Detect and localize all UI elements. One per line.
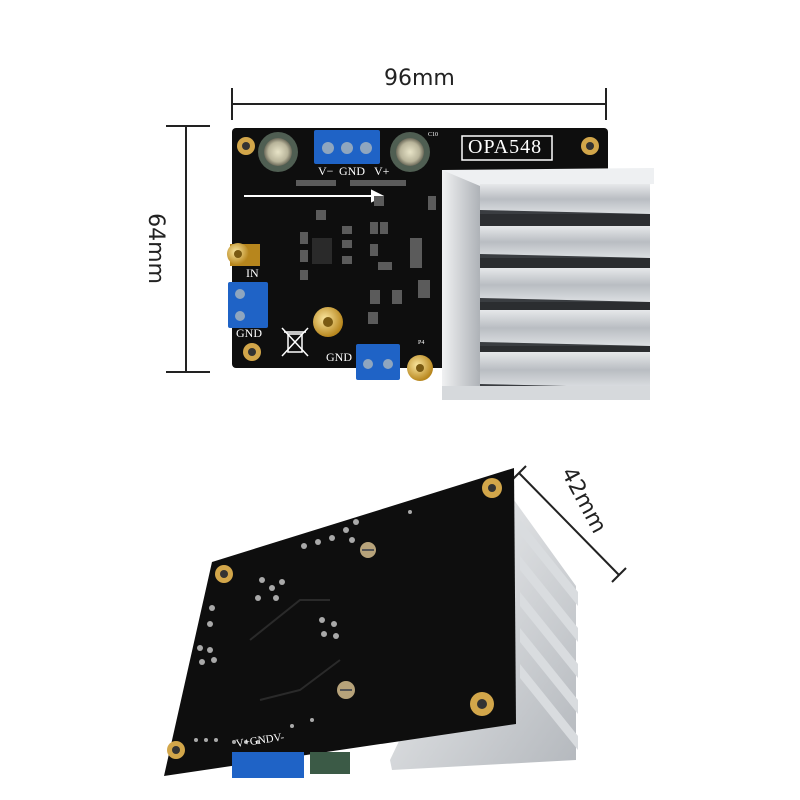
solder-joints <box>194 510 412 744</box>
screw-head <box>337 681 355 699</box>
port-label: P4 <box>418 340 425 346</box>
vplus-label: V+ <box>374 164 390 178</box>
bottom-pcb <box>164 468 516 776</box>
chip-label: OPA548 <box>468 136 543 158</box>
output-terminal-block <box>356 344 400 380</box>
weee-bin-icon <box>281 327 309 357</box>
mounting-hole <box>482 478 502 498</box>
gnd-power-label: GND <box>339 164 365 178</box>
smd-components <box>296 180 436 324</box>
input-terminal-block <box>228 282 268 328</box>
vminus-label: V− <box>318 164 334 178</box>
mounting-hole <box>237 137 255 155</box>
opamp-chip <box>312 238 332 264</box>
cap-label: C10 <box>428 132 439 138</box>
heatsink <box>442 168 654 400</box>
chip-label-box <box>461 135 553 161</box>
output-sma-connector <box>407 355 433 381</box>
pcb-traces <box>249 599 341 701</box>
height-dimension-line <box>166 125 210 373</box>
gnd-bottom-label: GND <box>326 350 352 364</box>
bottom-terminal-block <box>232 752 350 778</box>
mounting-hole <box>581 137 599 155</box>
mounting-hole <box>243 343 261 361</box>
gnd-left-label: GND <box>236 326 262 340</box>
electrolytic-capacitor <box>258 132 298 172</box>
mounting-hole <box>470 692 494 716</box>
sma-connector <box>313 307 343 337</box>
depth-dimension-line <box>511 465 627 583</box>
power-terminal-block <box>314 130 380 164</box>
in-label: IN <box>246 266 259 280</box>
mounting-hole <box>215 565 233 583</box>
mounting-hole <box>167 741 185 759</box>
electrolytic-capacitor <box>390 132 430 172</box>
width-dimension-line <box>231 88 607 120</box>
screw-head <box>360 542 376 558</box>
heatsink-fins <box>480 184 650 388</box>
width-dimension-label: 96mm <box>384 66 455 91</box>
input-sma-connector <box>227 243 260 266</box>
